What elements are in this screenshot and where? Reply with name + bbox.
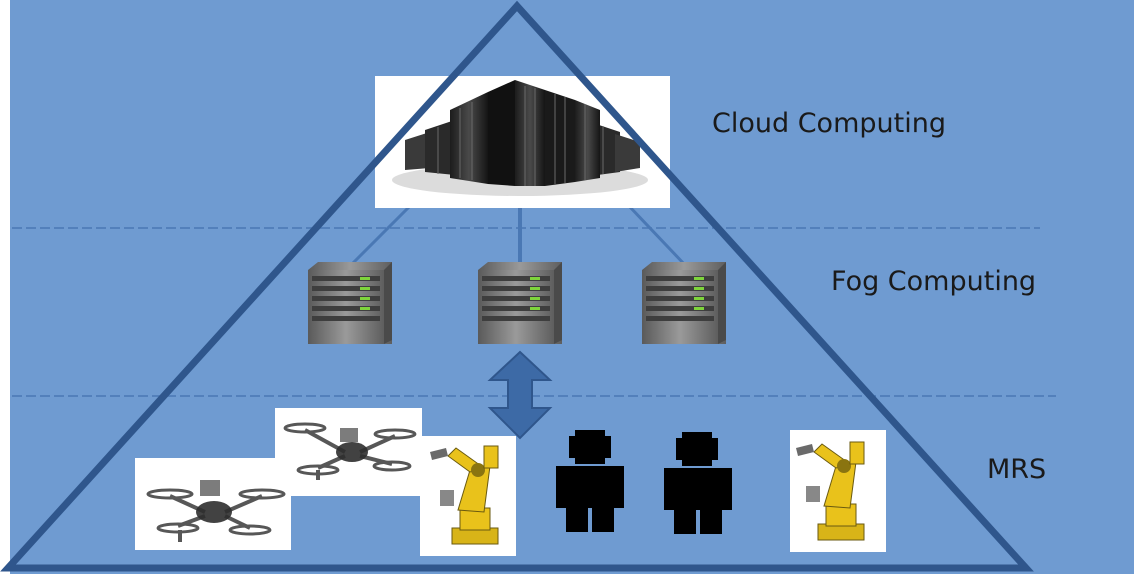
robot-arm-icon: [420, 436, 516, 556]
bidirectional-arrow-icon: [487, 350, 553, 440]
robot-arm-icon: [790, 430, 886, 552]
layer-label-cloud-computing: Cloud Computing: [712, 108, 946, 139]
drone-icon: [135, 458, 291, 550]
drone-icon: [275, 408, 422, 496]
server-icon: [642, 262, 726, 344]
layer-label-mrs: MRS: [987, 454, 1047, 485]
data-center-icon: [375, 76, 670, 208]
person-icon: [556, 430, 624, 532]
server-icon: [478, 262, 562, 344]
layer-label-fog-computing: Fog Computing: [831, 266, 1037, 297]
pyramid-outline: [0, 0, 1034, 572]
white-left-margin: [0, 0, 10, 574]
server-icon: [308, 262, 392, 344]
person-icon: [664, 432, 732, 534]
